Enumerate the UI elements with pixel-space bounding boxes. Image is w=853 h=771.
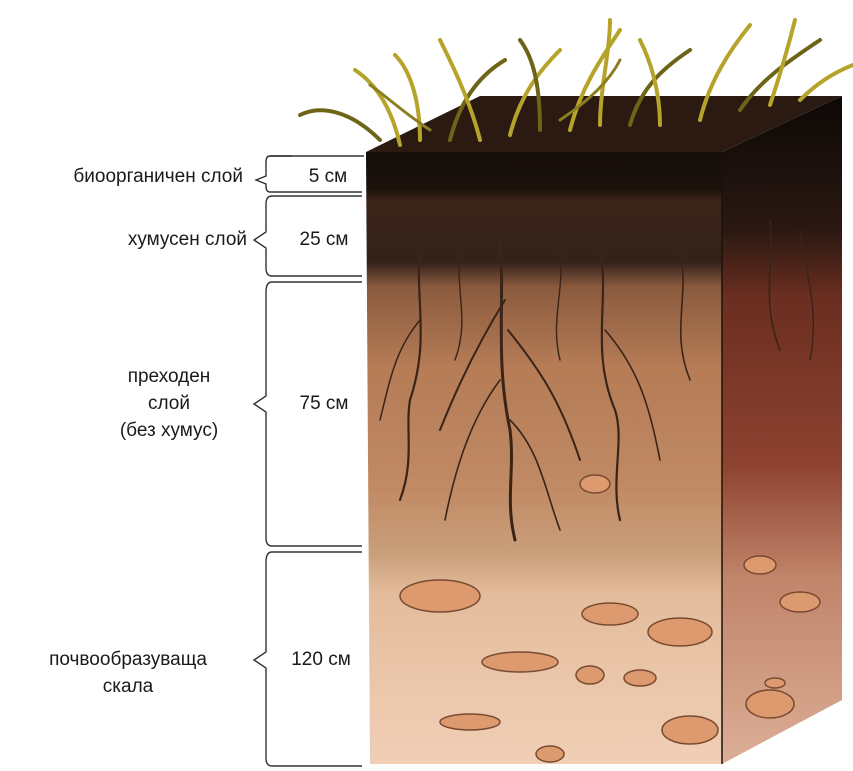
layer-name-line: слой (94, 390, 244, 417)
layer-name-line: биоорганичен слой (73, 163, 243, 190)
layer-name-line: почвообразуваща (6, 646, 250, 673)
layer-name-line: скала (6, 673, 250, 700)
layer-name-line: (без хумус) (94, 417, 244, 444)
layer-depth-parent-rock: 120 см (276, 646, 366, 673)
layer-name-biorganic: биоорганичен слой (73, 163, 243, 190)
layer-depth-humus: 25 см (284, 226, 364, 253)
layer-depth-biorganic: 5 см (296, 163, 360, 190)
layer-depth-transition: 75 см (284, 390, 364, 417)
soil-front-face (366, 152, 722, 764)
soil-side-face (722, 96, 842, 764)
layer-name-line: хумусен слой (128, 226, 247, 253)
layer-name-transition: преходен слой (без хумус) (94, 363, 244, 444)
soil-block (366, 96, 842, 764)
layer-name-humus: хумусен слой (128, 226, 247, 253)
layer-name-line: преходен (94, 363, 244, 390)
layer-name-parent-rock: почвообразуваща скала (6, 646, 250, 700)
